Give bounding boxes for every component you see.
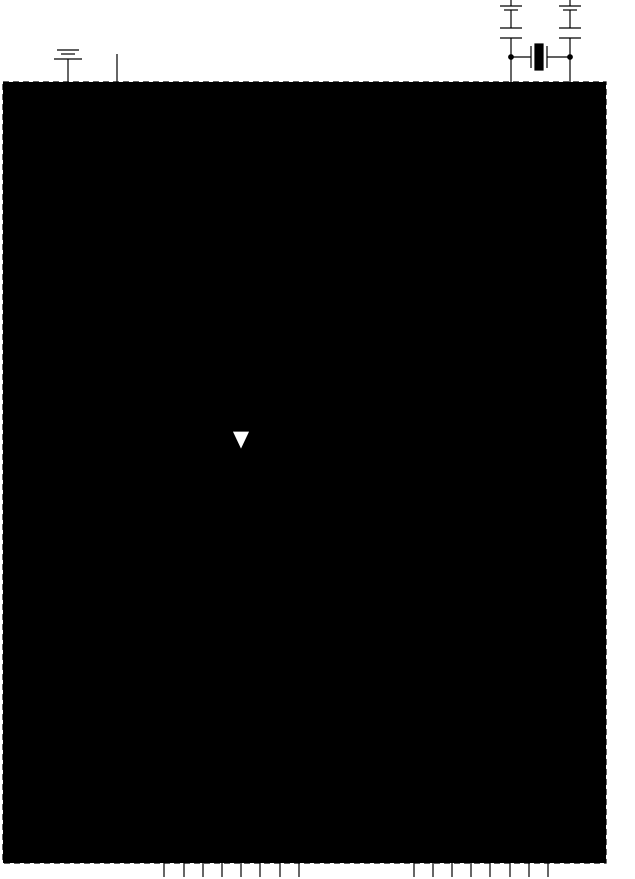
port-latch-2 [365, 718, 463, 759]
amplifier-input-1 [77, 758, 164, 845]
block-c3-r2 [365, 238, 463, 279]
amplifier-input-2 [57, 758, 184, 855]
block-c1-r4 [38, 373, 137, 413]
internal-data-bus [125, 102, 578, 694]
crystal-oscillator-circuit [500, 0, 581, 124]
block-c3-r5 [365, 411, 463, 452]
port-lines-0 [147, 758, 219, 786]
port-lines-2 [379, 758, 441, 786]
external-pins-right [413, 826, 549, 877]
port-driver-right [365, 785, 578, 827]
block-c1-r5 [38, 583, 137, 624]
block-c3-r3 [365, 296, 463, 337]
amplifier-triangle [45, 717, 91, 759]
block-c1-r3 [38, 296, 137, 337]
block-c3-r1 [365, 181, 463, 222]
block-c2-r2 [192, 238, 290, 279]
block-c3-r0 [365, 123, 463, 164]
block-c2-r1 [192, 181, 290, 222]
block-c2-r5 [192, 583, 290, 624]
port-lines-1 [264, 758, 336, 786]
block-c3-r4 [365, 354, 463, 395]
ground-symbol [54, 49, 82, 82]
block-c1-r1 [38, 181, 137, 222]
timing-control-block [489, 181, 587, 222]
port-lines-3 [496, 758, 558, 786]
block-c1-r2 [38, 238, 137, 279]
port-latch-0 [134, 718, 233, 759]
block-c2-r4 [192, 507, 290, 548]
oscillator-block [489, 123, 587, 164]
port-driver-left [115, 785, 348, 827]
block-c3-r6 [365, 583, 463, 624]
port-latch-1 [249, 718, 347, 759]
port-latch-3 [480, 718, 578, 759]
crystal [534, 43, 544, 71]
